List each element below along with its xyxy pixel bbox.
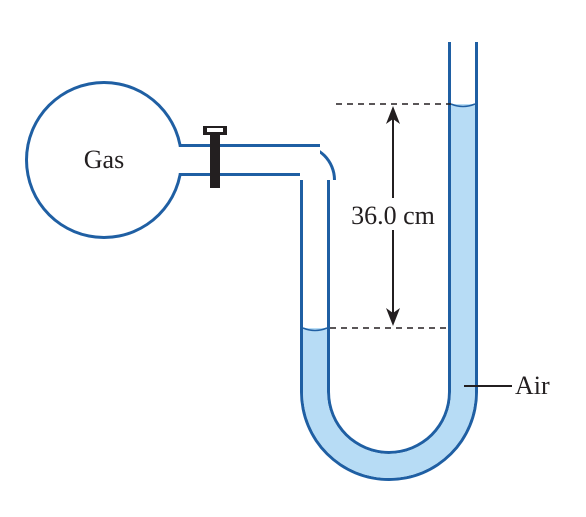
gas-bulb-inner	[28, 84, 180, 236]
left-meniscus	[302, 327, 328, 332]
gas-label: Gas	[84, 145, 124, 174]
manometer-liquid	[303, 104, 475, 478]
air-label: Air	[515, 371, 550, 400]
tube-bend-inner	[300, 147, 333, 180]
valve-clamp-icon	[203, 126, 227, 188]
height-label: 36.0 cm	[351, 201, 435, 230]
double-headed-arrow-icon	[386, 106, 400, 326]
connecting-tube-inner	[170, 147, 320, 173]
glassware-inner	[28, 30, 475, 478]
right-meniscus	[450, 103, 476, 108]
